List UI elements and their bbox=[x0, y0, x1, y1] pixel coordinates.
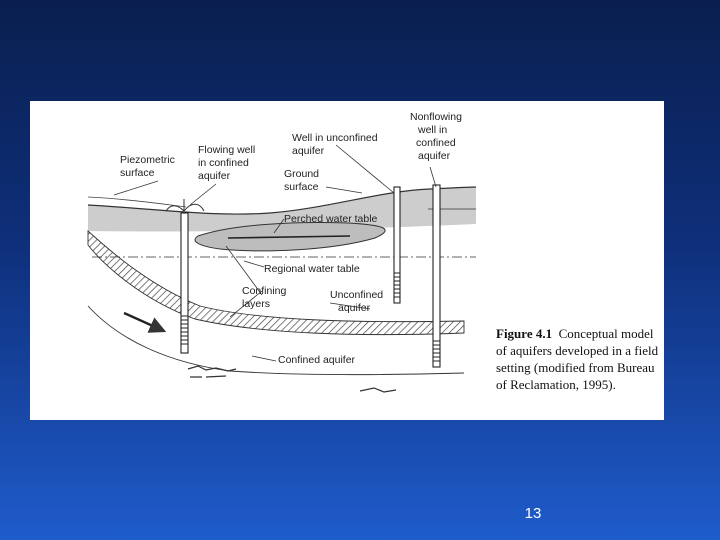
label-ground-surface: Ground surface bbox=[284, 168, 322, 193]
label-flowing-well: Flowing well in confined aquifer bbox=[198, 144, 258, 182]
label-confining-layers: Confining layers bbox=[242, 285, 289, 310]
label-piezometric-surface: Piezometric surface bbox=[120, 154, 178, 179]
caption-line-4: of Reclamation, 1995). bbox=[496, 377, 616, 392]
figure-caption: Figure 4.1 Conceptual model of aquifers … bbox=[496, 325, 661, 393]
figure-number: Figure 4.1 bbox=[496, 326, 553, 341]
ground-surface-line bbox=[87, 186, 477, 215]
bedrock-marks bbox=[187, 365, 397, 393]
caption-title: Conceptual model bbox=[558, 326, 654, 341]
flow-arrow bbox=[123, 311, 167, 333]
aquifer-diagram: Piezometric surface Flowing well in conf… bbox=[87, 111, 477, 393]
slide-number: 13 bbox=[524, 505, 542, 522]
label-nonflowing-well: Nonflowing well in confined aquifer bbox=[410, 111, 465, 162]
label-confined-aquifer: Confined aquifer bbox=[278, 354, 356, 366]
label-perched-water-table: Perched water table bbox=[284, 213, 378, 225]
unconfined-well bbox=[393, 186, 401, 304]
flowing-well bbox=[165, 199, 205, 354]
nonflowing-well bbox=[432, 184, 441, 368]
figure-panel: Piezometric surface Flowing well in conf… bbox=[30, 101, 664, 420]
label-regional-water-table: Regional water table bbox=[264, 263, 360, 275]
confining-layer-lower bbox=[87, 305, 465, 376]
caption-line-2: of aquifers developed in a field bbox=[496, 343, 659, 358]
caption-line-3: setting (modified from Bureau bbox=[496, 360, 655, 375]
label-unconfined-aquifer: Unconfined aquifer bbox=[330, 289, 386, 314]
piezometric-surface-line bbox=[87, 196, 187, 208]
caption-first-line: Figure 4.1 Conceptual model bbox=[496, 325, 661, 342]
label-well-unconfined: Well in unconfined aquifer bbox=[292, 132, 381, 157]
